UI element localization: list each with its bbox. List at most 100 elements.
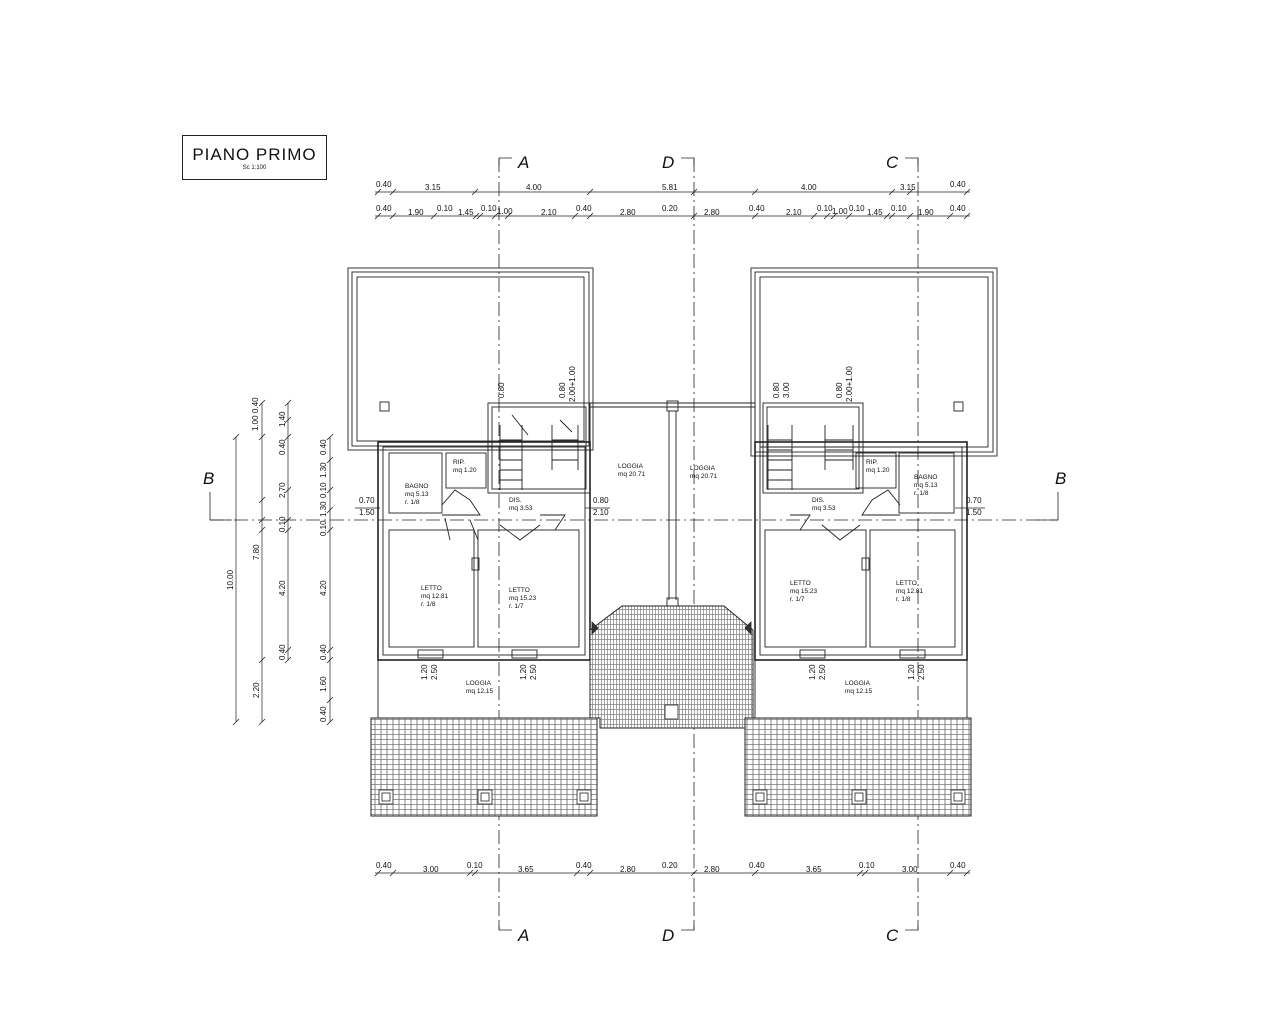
- dimension-tick: [963, 212, 971, 220]
- dim-text: 0.40: [251, 397, 260, 413]
- room-area: mq 12.81: [896, 588, 923, 595]
- title-block: PIANO PRIMO Sc 1:100: [182, 135, 327, 180]
- dimension-tick: [861, 869, 869, 877]
- dim-text: 0.10: [481, 204, 497, 213]
- dim-text: 0.80: [497, 382, 506, 398]
- room-ratio: r. 1/7: [790, 596, 805, 603]
- dim-text: 0.10: [278, 516, 287, 532]
- section-d-top: D: [662, 153, 674, 172]
- dimension-tick: [389, 869, 397, 877]
- dimension-tick: [504, 212, 512, 220]
- dim-text: 0.20: [662, 204, 678, 213]
- dimension-tick: [946, 212, 954, 220]
- dim-text: 3.00: [423, 865, 439, 874]
- drawing-scale: Sc 1:100: [242, 165, 267, 171]
- room-area: mq 12.81: [421, 593, 448, 600]
- dim-text: 0.40: [278, 644, 287, 660]
- room-area: mq 15.23: [790, 588, 817, 595]
- dim-text: 1.60: [319, 676, 328, 692]
- dim-text: 2.10: [593, 508, 609, 517]
- dim-text: 0.20: [662, 861, 678, 870]
- dim-text: 0.40: [749, 204, 765, 213]
- section-a-bottom: A: [517, 926, 529, 945]
- dim-text: 0.40: [376, 180, 392, 189]
- dim-text: 10.00: [226, 569, 235, 590]
- room-name: DIS.: [812, 497, 825, 504]
- dim-text: 0.40: [950, 204, 966, 213]
- dimension-tick: [284, 486, 292, 494]
- dim-text: 5.81: [662, 183, 678, 192]
- room-area: mq 20.71: [690, 473, 717, 480]
- dim-text: 4.00: [801, 183, 817, 192]
- dimension-tick: [284, 516, 292, 524]
- section-d-bottom: D: [662, 926, 674, 945]
- dim-text: 0.40: [278, 439, 287, 455]
- dim-text: 0.10: [849, 204, 865, 213]
- dimension-tick: [326, 526, 334, 534]
- room-area: mq 20.71: [618, 471, 645, 478]
- dim-text: 0.80: [835, 382, 844, 398]
- dim-text: 1.45: [867, 208, 883, 217]
- dim-text: 3.65: [518, 865, 534, 874]
- dim-text: 2.80: [620, 208, 636, 217]
- dim-text: 2.50: [430, 664, 439, 680]
- dimension-lines: [235, 191, 985, 874]
- dim-text: 0.80: [593, 496, 609, 505]
- dim-text: 1.20: [808, 664, 817, 680]
- dim-text: 0.40: [319, 439, 328, 455]
- dimension-tick: [856, 869, 864, 877]
- dimension-tick: [906, 212, 914, 220]
- room-name: LOGGIA: [845, 680, 871, 687]
- room-name: LOGGIA: [466, 680, 492, 687]
- room-name: RIP.: [453, 459, 465, 466]
- dims-top-row-2: 0.40 1.90 0.10 1.45 0.10 1.00 2.10 0.40 …: [376, 204, 966, 217]
- room-ratio: r. 1/8: [914, 490, 929, 497]
- dimension-tick: [284, 656, 292, 664]
- dim-text: 1.20: [907, 664, 916, 680]
- dim-text: 0.10: [817, 204, 833, 213]
- dim-text: 3.00: [902, 865, 918, 874]
- dimension-tick: [258, 718, 266, 726]
- dim-text: 3.65: [806, 865, 822, 874]
- room-area: mq 5.13: [914, 482, 938, 489]
- section-b-left: B: [203, 469, 214, 488]
- dimension-tick: [586, 188, 594, 196]
- room-name: LETTO: [421, 585, 442, 592]
- dimension-tick: [888, 188, 896, 196]
- dim-text: 7.80: [252, 544, 261, 560]
- section-c-bottom: C: [886, 926, 899, 945]
- dims-stairs: 0.80 0.80 2.00+1.00 0.80 3.00 0.80 2.00+…: [497, 366, 854, 402]
- dim-text: 1.40: [278, 411, 287, 427]
- room-name: RIP.: [866, 459, 878, 466]
- section-b-right: B: [1055, 469, 1066, 488]
- dim-text: 2.80: [704, 208, 720, 217]
- room-area: mq 12.15: [845, 688, 872, 695]
- dim-text: 2.50: [818, 664, 827, 680]
- dimension-tick: [491, 212, 499, 220]
- dim-text: 2.10: [541, 208, 557, 217]
- dim-text: 4.00: [526, 183, 542, 192]
- dimension-tick: [471, 869, 479, 877]
- dim-text: 2.80: [620, 865, 636, 874]
- dim-text: 0.40: [950, 180, 966, 189]
- dimension-tick: [430, 212, 438, 220]
- dimension-tick: [326, 646, 334, 654]
- room-ratio: r. 1/8: [896, 596, 911, 603]
- dimension-tick: [326, 506, 334, 514]
- room-area: mq 1.20: [453, 467, 477, 474]
- dimension-tick: [946, 869, 954, 877]
- dim-text: 1.00: [251, 415, 260, 431]
- dimension-tick: [472, 212, 480, 220]
- dim-text: 2.00+1.00: [845, 366, 854, 402]
- dims-top-row-1: 0.40 3.15 4.00 5.81 4.00 3.15 0.40: [376, 180, 966, 192]
- room-name: BAGNO: [914, 474, 937, 481]
- section-a-top: A: [517, 153, 529, 172]
- dim-text: 0.10: [437, 204, 453, 213]
- dimension-ticks: [232, 188, 971, 877]
- dimension-tick: [883, 212, 891, 220]
- dim-text: 0.40: [576, 861, 592, 870]
- dim-text: 2.80: [704, 865, 720, 874]
- dim-text: 1.90: [408, 208, 424, 217]
- dim-text: 3.15: [900, 183, 916, 192]
- dim-text: 1.00: [497, 207, 513, 216]
